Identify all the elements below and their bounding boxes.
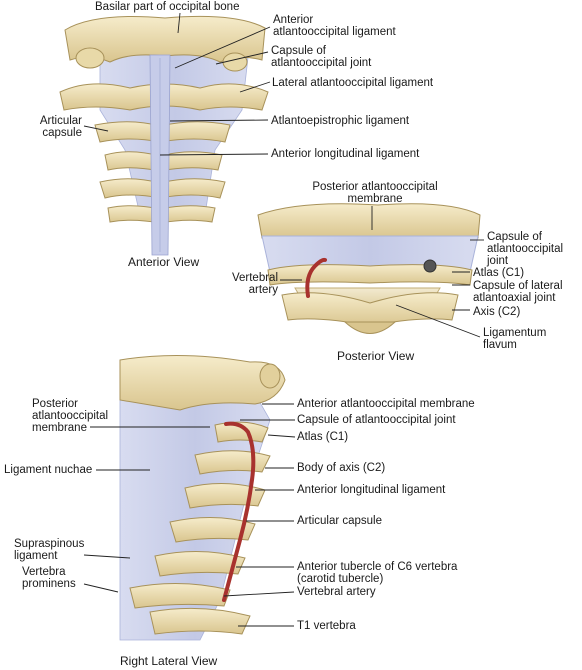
label-lat-anterior-tubercle-line1: Anterior tubercle of C6 vertebra [297, 561, 458, 573]
label-post-capsule-lateral-aa-line1: Capsule of lateral [473, 280, 563, 292]
label-lateral-ao-ligament: Lateral atlantooccipital ligament [272, 77, 434, 89]
label-post-vertebral-artery-line2: artery [248, 284, 278, 296]
label-lat-articular-capsule: Articular capsule [297, 515, 383, 527]
label-lat-supraspinous-line2: ligament [14, 550, 58, 562]
label-anterior-ao-ligament-line2: atlantooccipital ligament [273, 26, 396, 38]
label-lat-anterior-tubercle-line2: (carotid tubercle) [297, 573, 384, 585]
label-anterior-longitudinal-ant: Anterior longitudinal ligament [271, 148, 420, 160]
label-lat-vertebra-prominens-line2: prominens [22, 578, 76, 590]
label-articular-capsule-line1: Articular [39, 115, 82, 127]
label-lat-body-axis: Body of axis (C2) [297, 462, 386, 474]
lateral-skull-base [119, 354, 286, 411]
posterior-view-drawing [257, 203, 481, 334]
lateral-vertebral-artery [222, 421, 256, 602]
posterior-vertebral-artery [305, 257, 327, 298]
label-ligamentum-flavum-line2: flavum [483, 339, 517, 351]
label-post-capsule-ao-line2: atlantooccipital [487, 243, 564, 255]
caption-right-lateral-view: Right Lateral View [120, 654, 218, 668]
label-lat-posterior-ao-line2: atlantooccipital [32, 410, 109, 422]
posterior-occiput [257, 203, 481, 239]
label-posterior-ao-membrane-line1: Posterior atlantooccipital [312, 181, 438, 193]
label-capsule-ao-joint-line1: Capsule of [271, 45, 326, 57]
label-articular-capsule-line2: capsule [42, 127, 82, 139]
posterior-atlas [267, 264, 473, 286]
label-posterior-ao-membrane-line2: membrane [347, 193, 403, 205]
anterior-view-drawing [59, 15, 269, 256]
label-lat-supraspinous-line1: Supraspinous [14, 538, 85, 550]
occipital-condyle-left [75, 47, 105, 69]
leader-lines [83, 12, 484, 627]
label-lat-t1-vertebra: T1 vertebra [297, 620, 356, 632]
label-lat-vertebra-prominens-line1: Vertebra [22, 566, 66, 578]
label-lat-capsule-ao-joint: Capsule of atlantooccipital joint [297, 414, 456, 426]
label-post-capsule-ao-line3: joint [487, 255, 509, 267]
label-post-vertebral-artery-line1: Vertebral [231, 272, 278, 284]
label-lat-vertebral-artery: Vertebral artery [297, 586, 376, 598]
label-post-capsule-ao-line1: Capsule of [487, 231, 542, 243]
caption-anterior-view: Anterior View [128, 255, 200, 269]
label-post-atlas: Atlas (C1) [473, 267, 525, 279]
label-capsule-ao-joint-line2: atlantooccipital joint [271, 57, 372, 69]
label-lat-anterior-ao-membrane: Anterior atlantooccipital membrane [297, 398, 475, 410]
lateral-view-drawing [119, 354, 286, 641]
label-lat-posterior-ao-line1: Posterior [32, 398, 79, 410]
label-lat-anterior-longitudinal: Anterior longitudinal ligament [297, 484, 446, 496]
posterior-axis [281, 292, 459, 327]
label-lat-ligament-nuchae: Ligament nuchae [4, 464, 93, 476]
caption-posterior-view: Posterior View [337, 349, 415, 363]
label-post-axis: Axis (C2) [473, 306, 521, 318]
label-atlantoepistrophic: Atlantoepistrophic ligament [271, 115, 410, 127]
label-basilar-occipital: Basilar part of occipital bone [95, 1, 240, 13]
label-lat-posterior-ao-line3: membrane [32, 422, 87, 434]
label-lat-atlas: Atlas (C1) [297, 431, 349, 443]
label-post-capsule-lateral-aa-line2: atlantoaxial joint [473, 292, 556, 304]
label-anterior-ao-ligament-line1: Anterior [273, 14, 314, 26]
label-ligamentum-flavum-line1: Ligamentum [483, 327, 547, 339]
